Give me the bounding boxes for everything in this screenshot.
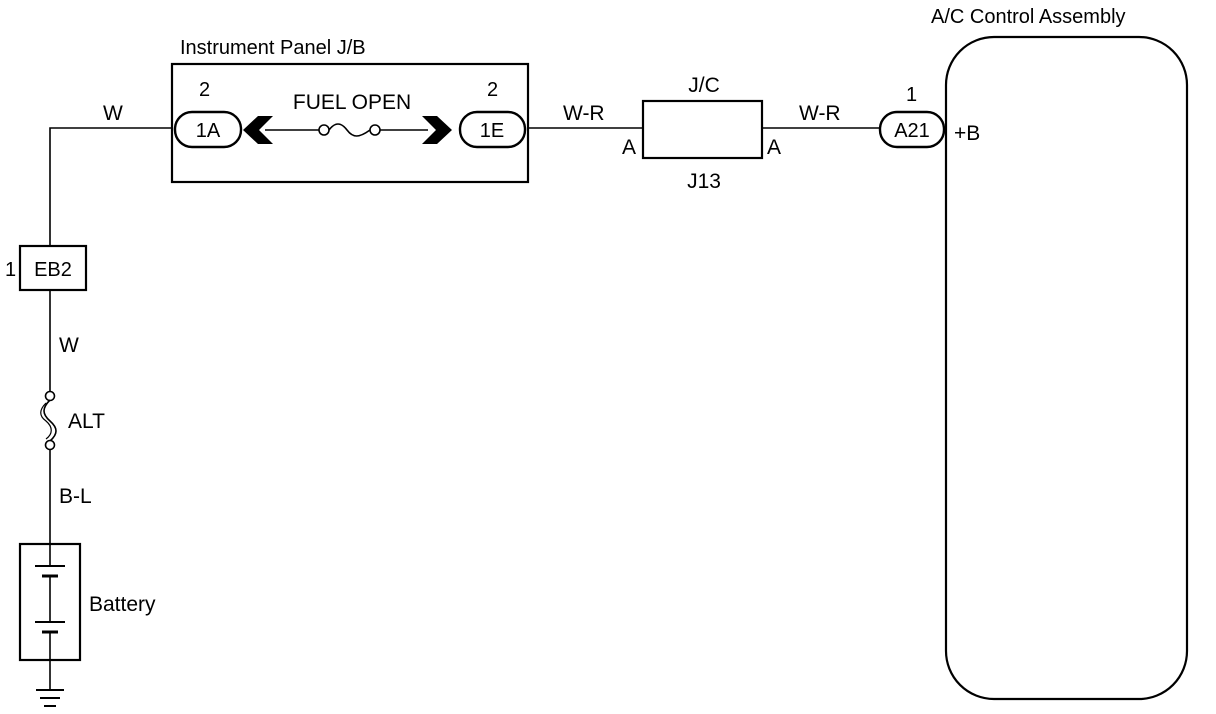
wire-jb-to-eb2 — [49, 127, 173, 246]
left-terminal-arrow-icon — [243, 116, 273, 144]
connector-eb2-pin: 1 — [5, 259, 16, 281]
connector-1a — [173, 110, 243, 149]
connector-a21 — [878, 110, 946, 149]
jb-right-pin-number: 2 — [487, 79, 498, 101]
jc-type-label: J/C — [688, 74, 720, 97]
wire-color-jb-to-jc: W-R — [563, 102, 605, 125]
connector-1a-label: 1A — [196, 120, 221, 142]
wire-color-alt-to-battery: B-L — [59, 485, 92, 508]
fuse-label: FUEL OPEN — [293, 91, 411, 114]
ground-icon — [36, 660, 64, 707]
right-terminal-arrow-icon — [422, 116, 452, 144]
fusible-link-label: ALT — [68, 410, 105, 433]
connector-eb2-label: EB2 — [34, 259, 72, 281]
jc-name-label: J13 — [687, 170, 721, 193]
ac-terminal-label: +B — [954, 122, 980, 145]
battery-label: Battery — [89, 593, 156, 616]
instrument-panel-junction-block: Instrument Panel J/B 2 1A 2 1E FUEL OPEN — [170, 37, 530, 184]
connector-a21-label: A21 — [894, 120, 930, 142]
fusible-link-icon — [40, 390, 57, 451]
jc-right-pin-label: A — [767, 136, 781, 159]
jc-left-pin-label: A — [622, 136, 636, 159]
connector-1e — [458, 110, 527, 149]
wire-color-jc-to-ac: W-R — [799, 102, 841, 125]
fuse-icon — [318, 123, 381, 137]
wire-color-eb2-to-alt: W — [59, 334, 79, 357]
instrument-panel-jb-title: Instrument Panel J/B — [180, 37, 366, 59]
jb-left-pin-number: 2 — [199, 79, 210, 101]
connector-1e-label: 1E — [480, 120, 504, 142]
connector-eb2: EB2 1 — [5, 244, 88, 292]
ac-control-assembly: A/C Control Assembly 1 A21 +B — [878, 6, 1189, 701]
junction-connector-j13: J/C J13 A A — [622, 74, 781, 193]
ac-pin-number: 1 — [906, 84, 917, 106]
battery-icon — [18, 542, 82, 662]
ac-control-title: A/C Control Assembly — [931, 6, 1126, 28]
wire-color-jb-to-eb2: W — [103, 102, 123, 125]
